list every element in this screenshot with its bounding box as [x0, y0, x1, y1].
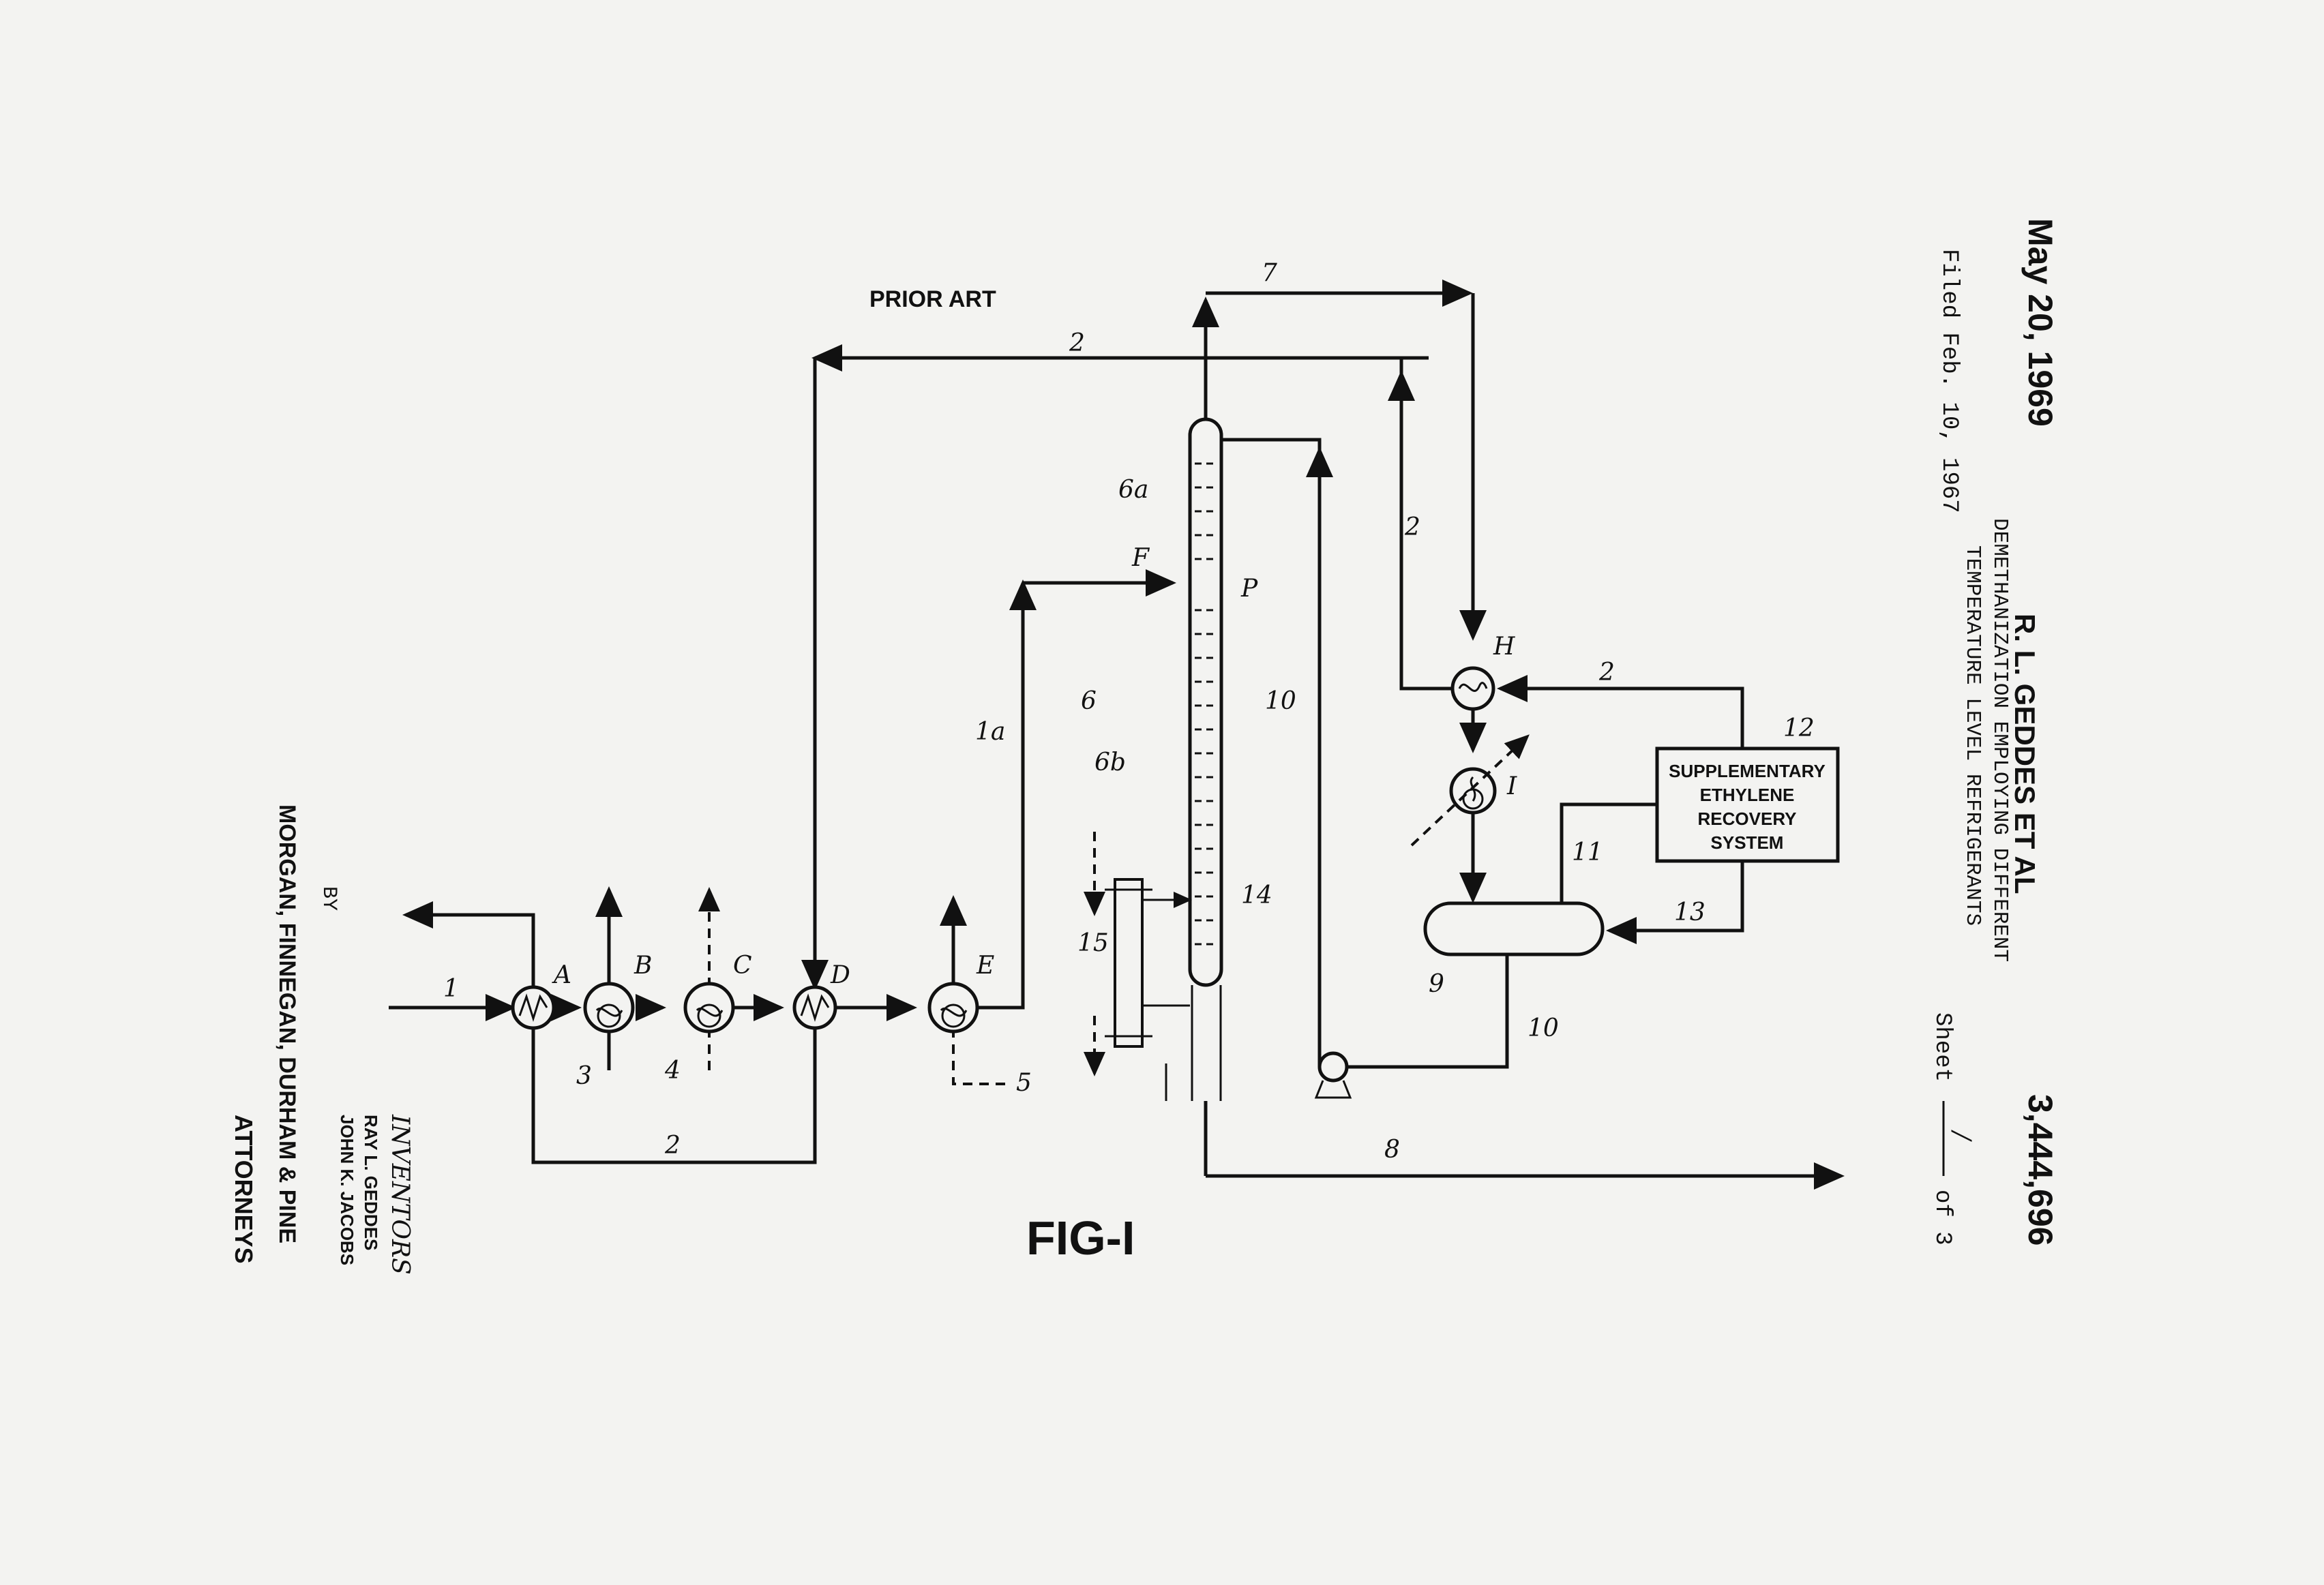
- label-6b: 6b: [1094, 749, 1126, 776]
- label-2-right: 2: [1598, 659, 1615, 686]
- line-a-outlet: [402, 901, 535, 987]
- label-a: A: [552, 961, 571, 989]
- label-4: 4: [664, 1057, 681, 1085]
- label-5: 5: [1016, 1069, 1032, 1097]
- label-10-right: 10: [1528, 1014, 1559, 1042]
- line-10-pump-out: [1347, 954, 1509, 1069]
- demethanizer-column: [1165, 417, 1223, 1101]
- sheet-suffix: of 3: [1929, 1190, 1955, 1246]
- label-10-left: 10: [1265, 687, 1296, 715]
- label-14: 14: [1241, 881, 1272, 909]
- label-15: 15: [1077, 929, 1109, 957]
- label-i: I: [1506, 772, 1517, 800]
- label-6: 6: [1081, 687, 1097, 715]
- attorneys-label: ATTORNEYS: [230, 1115, 258, 1264]
- box-line-1: SUPPLEMENTARY: [1669, 761, 1826, 781]
- line-2-bottom-loop: [531, 1028, 817, 1164]
- header-title-line1: DEMETHANIZATION EMPLOYING DIFFERENT: [1988, 518, 2012, 962]
- box-line-3: RECOVERY: [1698, 809, 1797, 829]
- inventor-1: RAY L. GEDDES: [361, 1115, 381, 1250]
- supplementary-ethylene-recovery-box: SUPPLEMENTARY ETHYLENE RECOVERY SYSTEM: [1655, 746, 1840, 863]
- label-e: E: [976, 952, 994, 980]
- label-c: C: [733, 952, 752, 980]
- label-2-bottom: 2: [664, 1132, 681, 1160]
- label-7: 7: [1262, 259, 1277, 287]
- prior-art-label: PRIOR ART: [869, 286, 996, 312]
- figure-caption: FIG-I: [1026, 1211, 1135, 1265]
- label-12: 12: [1783, 714, 1815, 742]
- sheet-prefix: Sheet: [1929, 1012, 1955, 1082]
- label-6a: 6a: [1118, 476, 1148, 504]
- header-date: May 20, 1969: [2021, 218, 2059, 427]
- label-d: D: [830, 961, 850, 989]
- label-p: P: [1240, 575, 1258, 603]
- exchanger-h: [1450, 666, 1495, 711]
- box-line-2: ETHYLENE: [1700, 785, 1795, 805]
- exchanger-a: [511, 985, 556, 1030]
- reflux-pump: [1314, 1051, 1352, 1099]
- firm-name: MORGAN, FINNEGAN, DURHAM & PINE: [274, 804, 300, 1243]
- label-b: B: [634, 952, 652, 980]
- line-2-vertical: [1388, 370, 1463, 691]
- sheet-number: /: [1948, 1130, 1976, 1143]
- label-2-vertical: 2: [1404, 513, 1420, 541]
- exchanger-e: [927, 982, 979, 1033]
- line-10-reflux: [1221, 438, 1322, 1053]
- label-1a: 1a: [975, 718, 1005, 746]
- credits-block: BY MORGAN, FINNEGAN, DURHAM & PINE INVEN…: [230, 804, 414, 1275]
- exchanger-d: [792, 985, 837, 1030]
- label-f: F: [1131, 544, 1150, 572]
- reference-labels: A B C D E F P H I 1 1a 2 2 2 2 3 4 5 6 6…: [443, 259, 1815, 1164]
- label-11: 11: [1572, 839, 1603, 866]
- label-2-top: 2: [1069, 329, 1085, 357]
- box-line-4: SYSTEM: [1711, 832, 1784, 853]
- header-filed: Filed Feb. 10, 1967: [1936, 249, 1962, 513]
- label-1: 1: [443, 975, 459, 1003]
- by-label: BY: [317, 886, 340, 911]
- line-5: [952, 1028, 1009, 1085]
- line-11: [1560, 802, 1657, 903]
- line-2-top: [811, 317, 1208, 372]
- reflux-drum: [1423, 901, 1605, 956]
- line-13: [1606, 862, 1744, 944]
- label-3: 3: [576, 1062, 592, 1090]
- line-1-feed: [389, 569, 1176, 1021]
- inventors-heading: INVENTORS: [386, 1114, 414, 1275]
- label-9: 9: [1429, 970, 1444, 998]
- header-author: R. L. GEDDES ET AL: [2009, 614, 2041, 894]
- header-block: May 20, 1969 Filed Feb. 10, 1967 R. L. G…: [1929, 218, 2059, 1246]
- inventor-2: JOHN K. JACOBS: [337, 1115, 357, 1265]
- patent-number: 3,444,696: [2021, 1094, 2059, 1246]
- exchanger-c: [683, 982, 735, 1033]
- label-13: 13: [1674, 899, 1705, 926]
- label-8: 8: [1384, 1136, 1400, 1164]
- reboiler-15: [1084, 832, 1192, 1076]
- label-h: H: [1493, 633, 1515, 661]
- header-title-line2: TEMPERATURE LEVEL REFRIGERANTS: [1961, 545, 1984, 926]
- exchanger-b: [583, 982, 635, 1033]
